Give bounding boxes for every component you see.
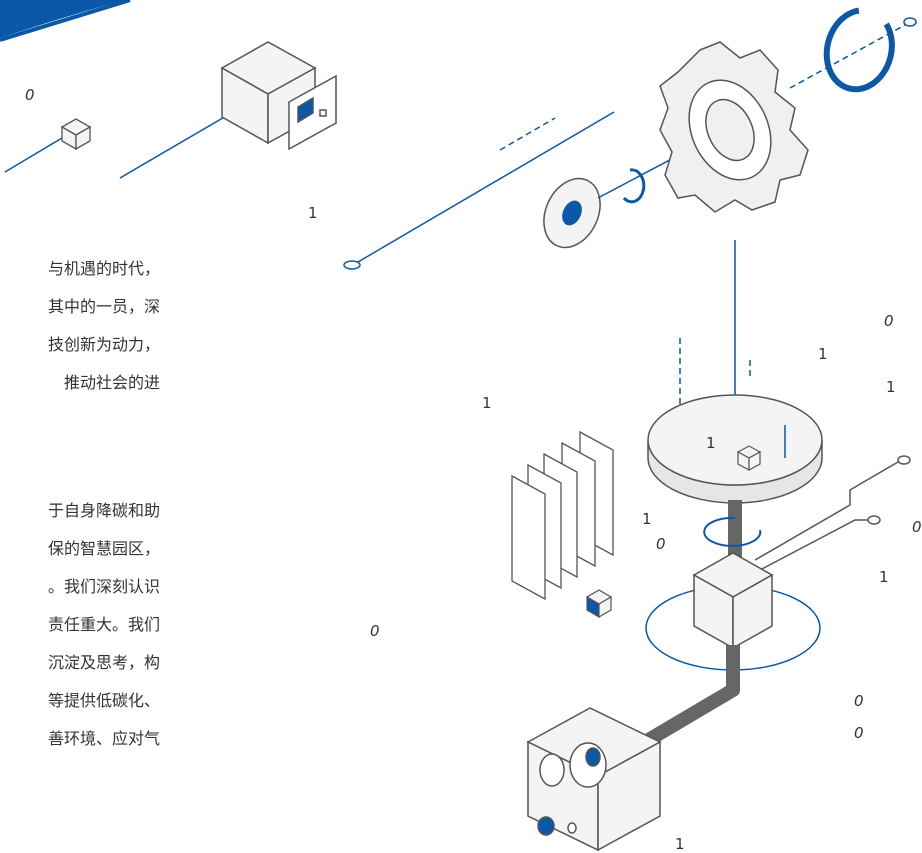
binary-digit: 0 — [854, 724, 864, 742]
binary-digit: 0 — [854, 692, 864, 710]
accent-edge — [0, 0, 131, 42]
hub-cube-icon — [692, 552, 774, 650]
connector-line — [357, 111, 615, 263]
gear-icon — [659, 41, 809, 213]
device-cube-icon — [220, 41, 337, 151]
accent-arc — [0, 0, 125, 38]
line-endpoint — [903, 17, 917, 27]
binary-digit: 0 — [912, 518, 922, 536]
text-line: 责任重大。我们 — [47, 615, 160, 634]
document-stack-icon — [511, 430, 614, 601]
ring-icon — [703, 516, 762, 547]
binary-digit: 0 — [370, 622, 380, 640]
binary-digit: 1 — [818, 345, 828, 363]
text-line: 保的智慧园区， — [47, 539, 160, 558]
line-endpoint — [343, 260, 361, 270]
connector-line — [4, 131, 73, 173]
platter-icon — [647, 394, 823, 504]
text-line: 于自身降碳和助 — [47, 501, 160, 520]
text-paragraph-2: 于自身降碳和助 保的智慧园区， 。我们深刻认识 责任重大。我们 沉淀及思考，构 … — [0, 492, 160, 758]
trace-endpoint — [897, 455, 911, 465]
small-cube-icon — [60, 118, 92, 151]
text-line: 善环境、应对气 — [47, 729, 160, 748]
binary-digit: 0 — [884, 312, 894, 330]
text-line: 推动社会的进 — [63, 373, 160, 392]
text-line: 与机遇的时代， — [47, 259, 160, 278]
small-cube-icon — [736, 445, 762, 472]
trace-endpoint — [867, 515, 881, 525]
binary-digit: 1 — [879, 568, 889, 586]
dashed-line — [789, 24, 906, 89]
binary-digit: 0 — [25, 86, 35, 104]
text-line: 等提供低碳化、 — [47, 691, 160, 710]
circuit-trace — [759, 519, 868, 571]
binary-digit: 1 — [482, 394, 492, 412]
large-ring-icon — [823, 7, 895, 93]
text-line: 技创新为动力， — [47, 335, 160, 354]
binary-digit: 1 — [308, 204, 318, 222]
text-line: 。我们深刻认识 — [47, 577, 160, 596]
blue-cube-icon — [585, 589, 613, 619]
dashed-line — [499, 117, 556, 151]
text-line: 沉淀及思考，构 — [47, 653, 160, 672]
bottom-cube-icon — [526, 707, 662, 852]
binary-digit: 0 — [656, 535, 666, 553]
small-ring-icon — [622, 168, 646, 204]
binary-digit: 1 — [642, 510, 652, 528]
binary-digit: 1 — [886, 378, 896, 396]
shaft — [636, 645, 740, 752]
text-line: 其中的一员，深 — [47, 297, 160, 316]
binary-digit: 1 — [706, 434, 716, 452]
washer-disc-icon — [543, 177, 601, 249]
binary-digit: 1 — [675, 835, 685, 853]
circuit-trace — [754, 461, 899, 561]
text-paragraph-1: 与机遇的时代， 其中的一员，深 技创新为动力， 推动社会的进 — [0, 250, 160, 402]
